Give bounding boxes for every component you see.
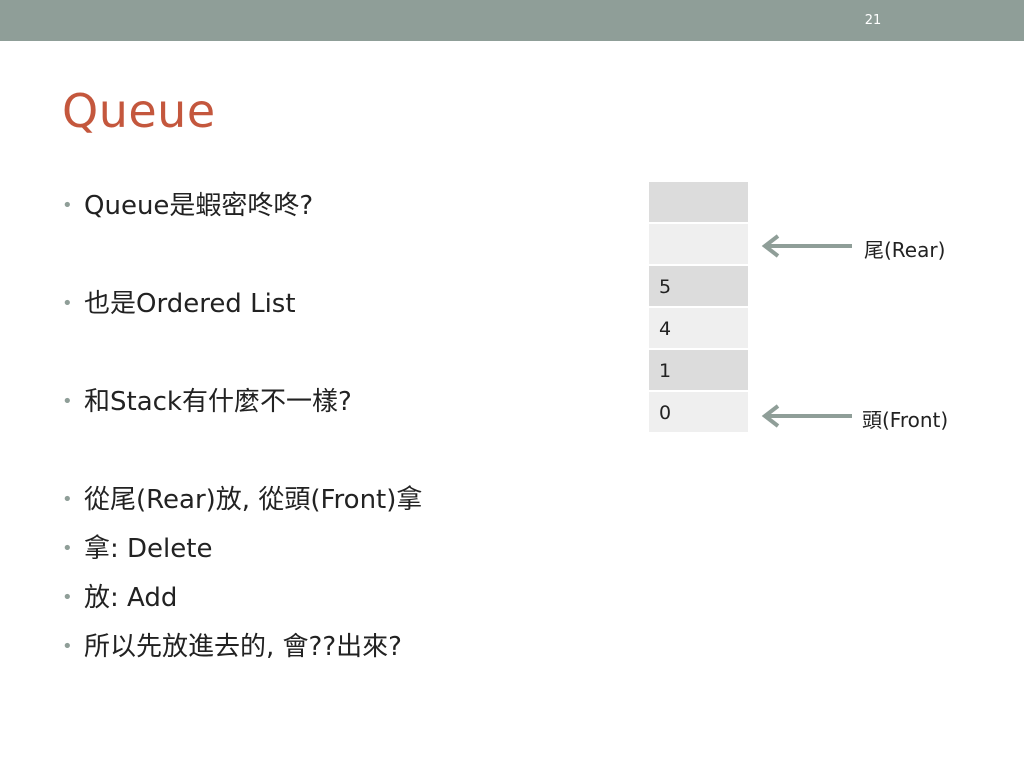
- queue-cell: [649, 182, 748, 222]
- slide-number: 21: [864, 13, 882, 28]
- slide-title: Queue: [62, 84, 216, 138]
- bullet-dot-icon: •: [62, 489, 73, 510]
- bullet-dot-icon: •: [62, 587, 73, 608]
- queue-cell: 4: [649, 308, 748, 348]
- queue-cell: 5: [649, 266, 748, 306]
- top-bar: [0, 0, 1024, 41]
- bullet-dot-icon: •: [62, 391, 73, 412]
- queue-cell: 1: [649, 350, 748, 390]
- rear-label: 尾(Rear): [864, 238, 946, 262]
- bullet-dot-icon: •: [62, 636, 73, 657]
- queue-cell: [649, 224, 748, 264]
- bullet-dot-icon: •: [62, 293, 73, 314]
- front-label: 頭(Front): [862, 408, 949, 432]
- queue-cell: 0: [649, 392, 748, 432]
- bullet-dot-icon: •: [62, 195, 73, 216]
- front-arrow-icon: [761, 404, 852, 428]
- rear-arrow-icon: [761, 234, 852, 258]
- bullet-dot-icon: •: [62, 538, 73, 559]
